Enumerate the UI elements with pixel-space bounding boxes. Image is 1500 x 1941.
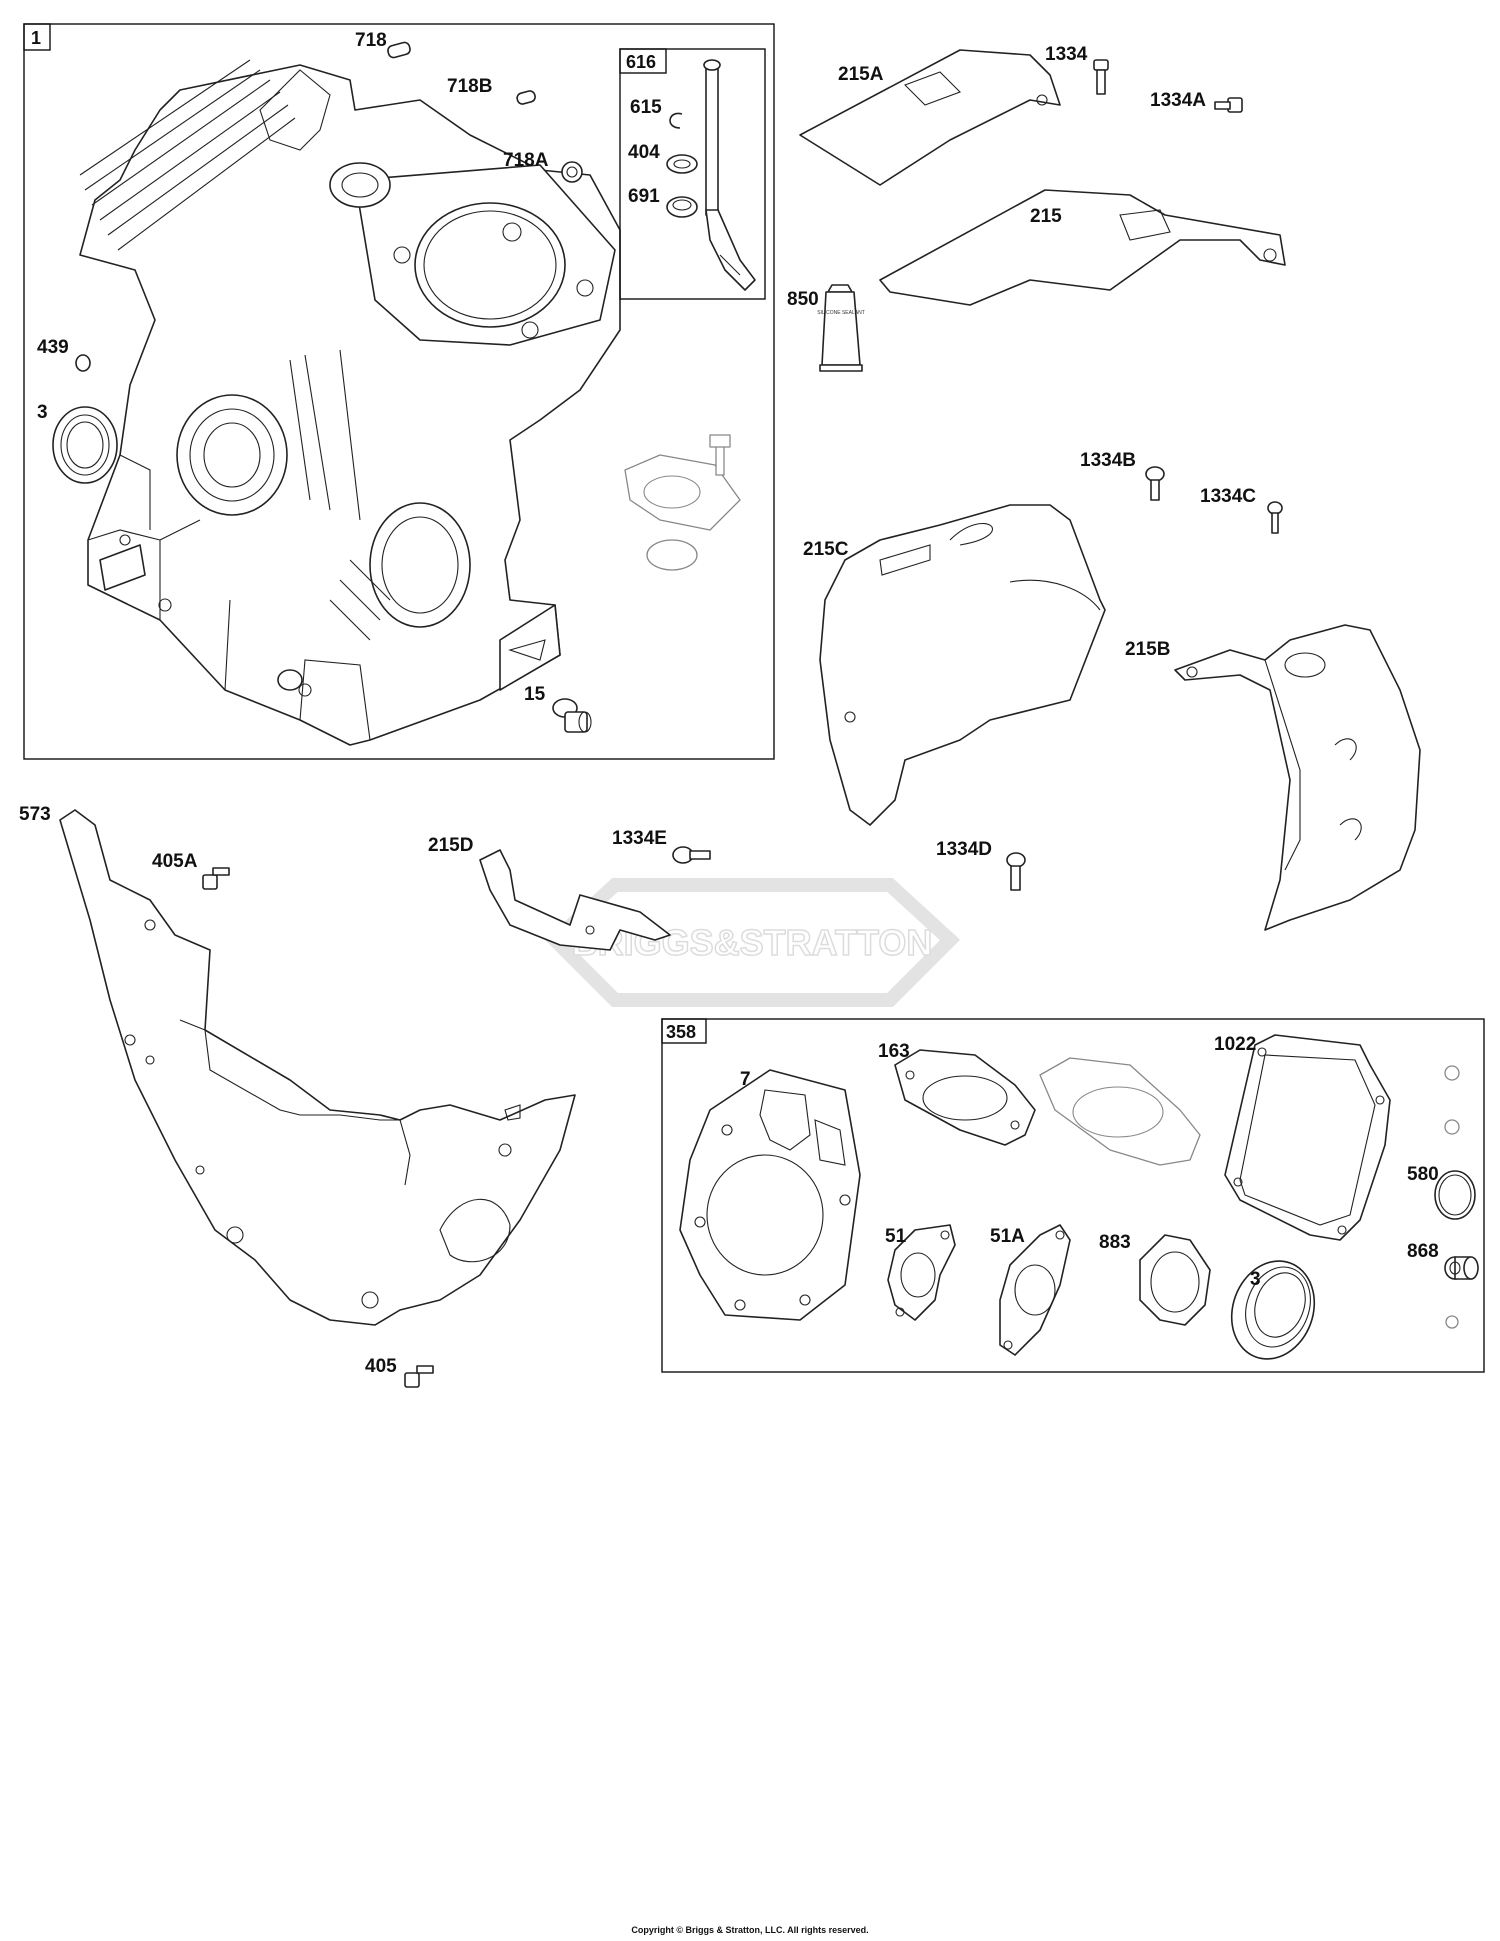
part-215a-shield <box>799 49 1061 186</box>
gasket-set-box <box>661 1018 1485 1373</box>
part-691-grommet <box>666 196 698 218</box>
label-1334b: 1334B <box>1080 450 1136 471</box>
dipstick-box <box>619 48 766 300</box>
part-3-oil-seal <box>52 406 118 484</box>
crankcase-block <box>79 59 621 746</box>
part-405a-bolt <box>202 867 230 890</box>
label-1334d: 1334D <box>936 839 992 860</box>
label-1334a: 1334A <box>1150 90 1206 111</box>
label-3-seal: 3 <box>37 402 48 423</box>
label-215c: 215C <box>803 539 849 560</box>
dipstick-box-number: 616 <box>626 52 656 72</box>
part-1334-bolt <box>1093 59 1109 95</box>
part-573-back-plate <box>59 809 576 1326</box>
part-718a-bushing <box>561 161 583 183</box>
part-215-shield <box>879 189 1286 306</box>
label-1334: 1334 <box>1045 44 1088 65</box>
part-1022-cover-gasket <box>1224 1034 1391 1241</box>
label-691: 691 <box>628 186 660 207</box>
crankcase-box <box>23 23 775 760</box>
label-883: 883 <box>1099 1232 1131 1253</box>
label-1334c: 1334C <box>1200 486 1256 507</box>
part-1334b-bolt <box>1145 466 1165 501</box>
label-215d: 215D <box>428 835 473 856</box>
gasket-set-box-tag <box>661 1018 707 1044</box>
label-215: 215 <box>1030 206 1062 227</box>
part-883-gasket <box>1139 1234 1211 1326</box>
part-215b-shield <box>1174 624 1421 931</box>
part-718-dowel-pin <box>387 41 411 59</box>
exhaust-gasket-ghost <box>1039 1057 1201 1166</box>
part-615-clip <box>669 112 683 129</box>
label-215b: 215B <box>1125 639 1170 660</box>
small-seal-ghosts <box>1444 1065 1460 1329</box>
part-1334d-bolt <box>1006 852 1026 891</box>
label-718a: 718A <box>503 150 549 171</box>
sealant-tube-text: SILICONE SEALANT <box>817 310 865 316</box>
label-1022: 1022 <box>1214 1034 1256 1055</box>
part-215d-bracket <box>479 849 671 951</box>
label-3-seal-gasket-set: 3 <box>1250 1269 1261 1290</box>
part-868-bushing <box>1444 1256 1479 1280</box>
part-404-washer <box>666 154 698 174</box>
label-718: 718 <box>355 30 387 51</box>
label-718b: 718B <box>447 76 492 97</box>
crankcase-box-number: 1 <box>31 28 41 48</box>
label-404: 404 <box>628 142 660 163</box>
label-868: 868 <box>1407 1241 1439 1262</box>
label-215a: 215A <box>838 64 884 85</box>
part-405-bolt <box>404 1365 434 1388</box>
part-51-gasket <box>887 1224 956 1321</box>
part-215c-shield <box>819 504 1106 826</box>
label-439: 439 <box>37 337 69 358</box>
part-7-head-gasket <box>679 1069 861 1321</box>
label-1334e: 1334E <box>612 828 667 849</box>
label-850: 850 <box>787 289 819 310</box>
label-51: 51 <box>885 1226 907 1247</box>
copyright-notice: Copyright © Briggs & Stratton, LLC. All … <box>631 1925 869 1935</box>
part-3-oil-seal-gasket-set <box>1230 1260 1316 1360</box>
gasket-set-box-number: 358 <box>666 1022 696 1042</box>
crankcase-box-tag <box>23 23 51 51</box>
part-51a-gasket <box>999 1224 1071 1356</box>
part-1334c-bolt <box>1267 501 1283 534</box>
part-850-sealant-tube: SILICONE SEALANT <box>817 284 865 372</box>
part-1334a-bolt <box>1214 97 1243 113</box>
part-718b-dowel-pin <box>516 90 536 105</box>
dipstick-tube <box>703 59 756 291</box>
label-163: 163 <box>878 1041 910 1062</box>
dipstick-box-tag <box>619 48 667 74</box>
label-405: 405 <box>365 1356 397 1377</box>
breather-gasket-ghost <box>624 434 741 571</box>
label-615: 615 <box>630 97 662 118</box>
label-51a: 51A <box>990 1226 1025 1247</box>
label-15: 15 <box>524 684 546 705</box>
label-573: 573 <box>19 804 51 825</box>
label-580: 580 <box>1407 1164 1439 1185</box>
part-15-drain-plug <box>552 698 592 733</box>
part-580-o-ring <box>1434 1170 1476 1220</box>
part-1334e-bolt <box>672 846 711 864</box>
part-439-ring <box>75 354 91 372</box>
label-7: 7 <box>740 1069 751 1090</box>
label-405a: 405A <box>152 851 198 872</box>
part-163-gasket <box>894 1049 1036 1146</box>
